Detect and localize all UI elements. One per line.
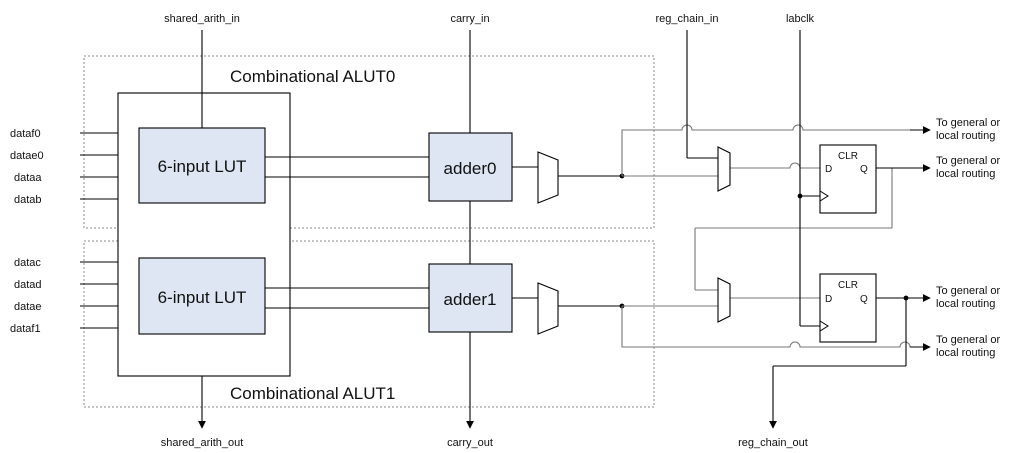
- register-0: CLR D Q: [819, 144, 877, 214]
- adder0-block: [428, 132, 513, 202]
- input-datae: datae: [14, 301, 42, 313]
- reg-chain-mux-1: [717, 277, 731, 323]
- routing-label-3a: To general or: [936, 285, 1001, 297]
- shared-arith-out-label: shared_arith_out: [161, 437, 244, 449]
- alut0-label: Combinational ALUT0: [230, 67, 395, 86]
- routing-label-1b: local routing: [936, 130, 995, 142]
- lut1-block: [138, 257, 266, 335]
- input-datad: datad: [14, 279, 42, 291]
- input-datae0: datae0: [10, 150, 44, 162]
- input-dataf0: dataf0: [10, 128, 41, 140]
- svg-text:D: D: [825, 164, 832, 175]
- lut0-block: [138, 127, 266, 204]
- svg-text:CLR: CLR: [838, 151, 858, 162]
- routing-label-3b: local routing: [936, 298, 995, 310]
- svg-text:D: D: [825, 294, 832, 305]
- reg-chain-mux-0: [717, 146, 731, 192]
- adder0-label: adder0: [444, 159, 497, 178]
- svg-text:CLR: CLR: [838, 280, 858, 291]
- labclk-label: labclk: [786, 13, 815, 25]
- shared-arith-in-label: shared_arith_in: [164, 13, 240, 25]
- routing-label-2a: To general or: [936, 155, 1001, 167]
- input-datac: datac: [14, 257, 41, 269]
- lut1-label: 6-input LUT: [158, 288, 247, 307]
- alut0-region: [83, 55, 655, 229]
- alut1-label: Combinational ALUT1: [230, 384, 395, 403]
- svg-text:Q: Q: [860, 294, 868, 305]
- adder1-label: adder1: [444, 290, 497, 309]
- lut0-label: 6-input LUT: [158, 157, 247, 176]
- alut1-region: [83, 240, 655, 408]
- input-pins-bottom: [80, 261, 118, 329]
- output-mux-0: [537, 151, 559, 204]
- lut-adder-wires: [265, 156, 429, 309]
- routing-label-4b: local routing: [936, 347, 995, 359]
- input-datab: datab: [14, 194, 42, 206]
- input-dataf1: dataf1: [10, 323, 41, 335]
- carry-in-label: carry_in: [450, 13, 489, 25]
- reg-chain-out-label: reg_chain_out: [738, 437, 808, 449]
- routing-label-1a: To general or: [936, 117, 1001, 129]
- input-dataa: dataa: [14, 172, 42, 184]
- output-mux-1: [537, 282, 559, 335]
- svg-text:Q: Q: [860, 164, 868, 175]
- routing-label-2b: local routing: [936, 168, 995, 180]
- input-pins-top: [80, 132, 118, 200]
- routing-label-4a: To general or: [936, 334, 1001, 346]
- carry-out-label: carry_out: [447, 437, 493, 449]
- reg-chain-in-label: reg_chain_in: [656, 13, 719, 25]
- register-1: CLR D Q: [819, 273, 877, 343]
